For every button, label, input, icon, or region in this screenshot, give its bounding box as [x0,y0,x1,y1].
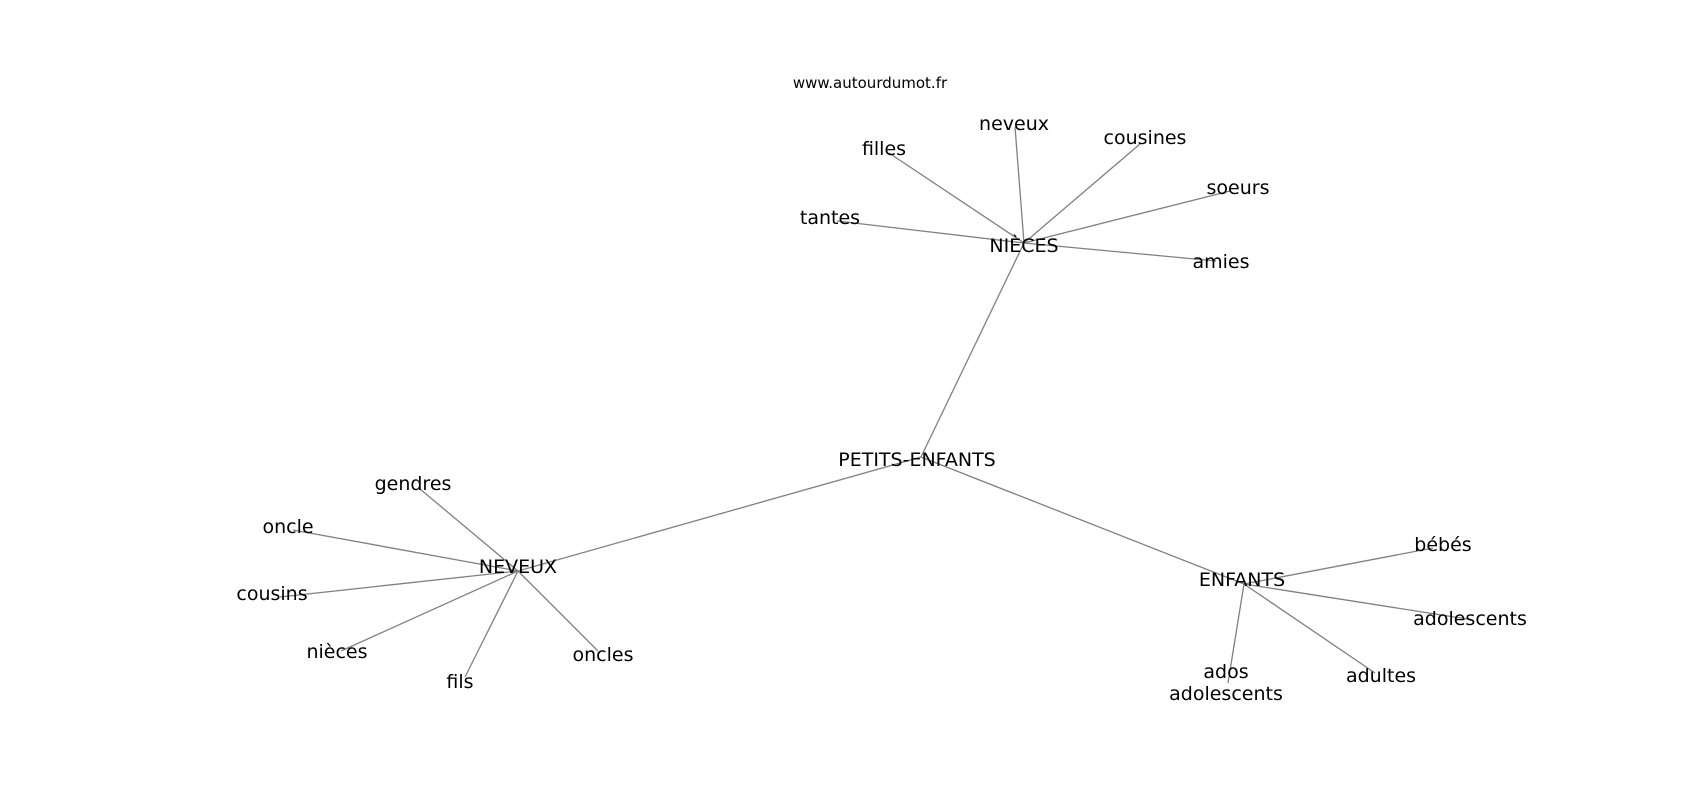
node-nieces[interactable]: NIÈCES [989,235,1058,257]
edge-petits-enfants-enfants [920,456,1245,585]
node-label: NIÈCES [989,235,1059,257]
site-watermark: www.autourdumot.fr [792,74,948,92]
node-enfants[interactable]: ENFANTS [1199,569,1285,591]
node-adultes[interactable]: adultes [1346,665,1416,687]
edge-petits-enfants-nieces [920,242,1025,458]
node-cousines[interactable]: cousines [1104,127,1187,149]
edge-enfants-ados-adolescents [1227,583,1245,684]
node-tantes[interactable]: tantes [800,207,860,229]
node-amies[interactable]: amies [1192,251,1249,273]
edge-enfants-bebes [1243,547,1434,585]
node-label: oncle [262,516,314,538]
edge-neveux-nieces-l [340,570,519,652]
node-label: ados [1203,661,1249,683]
edge-neveux-gendres [419,488,519,572]
edge-nieces-soeurs [1023,190,1231,244]
node-label: cousines [1103,127,1187,149]
node-filles[interactable]: filles [862,138,906,160]
node-neveux-l[interactable]: neveux [979,113,1049,135]
node-label: amies [1192,251,1250,273]
node-label: neveux [979,113,1049,135]
edge-neveux-cousins [279,570,519,598]
edge-petits-enfants-neveux [517,456,922,572]
node-neveux[interactable]: NEVEUX [479,556,557,578]
node-label: fils [446,671,474,693]
edge-neveux-fils [464,570,519,678]
node-label: bébés [1414,534,1472,556]
node-adolescents[interactable]: adolescents [1413,608,1527,630]
node-oncle[interactable]: oncle [262,516,313,538]
node-label: gendres [374,473,452,495]
node-label: filles [861,138,907,160]
node-label: PETITS-ENFANTS [838,449,996,471]
node-label: nièces [306,641,368,663]
node-bebes[interactable]: bébés [1414,534,1471,556]
node-petits-enfants[interactable]: PETITS-ENFANTS [838,449,995,471]
edge-nieces-neveux-l [1014,126,1025,244]
edge-neveux-oncle [292,529,519,572]
edge-enfants-adolescents [1243,583,1468,620]
node-label: soeurs [1206,177,1270,199]
node-label: ENFANTS [1198,569,1286,591]
edge-neveux-oncles [517,570,599,652]
node-gendres[interactable]: gendres [375,473,452,495]
node-nieces-l[interactable]: nièces [306,641,367,663]
node-label: adolescents [1413,608,1527,630]
edge-nieces-filles [888,152,1025,244]
edge-nieces-cousines [1023,143,1141,244]
node-soeurs[interactable]: soeurs [1207,177,1270,199]
node-fils[interactable]: fils [446,671,473,693]
node-label-line2: adolescents [1169,683,1283,705]
node-oncles[interactable]: oncles [573,644,634,666]
node-label: NEVEUX [478,556,558,578]
node-label: cousins [236,583,308,605]
edge-nieces-tantes [836,220,1025,244]
node-label: tantes [799,207,861,229]
node-label: oncles [572,644,634,666]
node-cousins[interactable]: cousins [236,583,307,605]
node-label: adultes [1345,665,1417,687]
edge-enfants-adultes [1243,583,1376,674]
edge-nieces-amies [1023,242,1217,262]
